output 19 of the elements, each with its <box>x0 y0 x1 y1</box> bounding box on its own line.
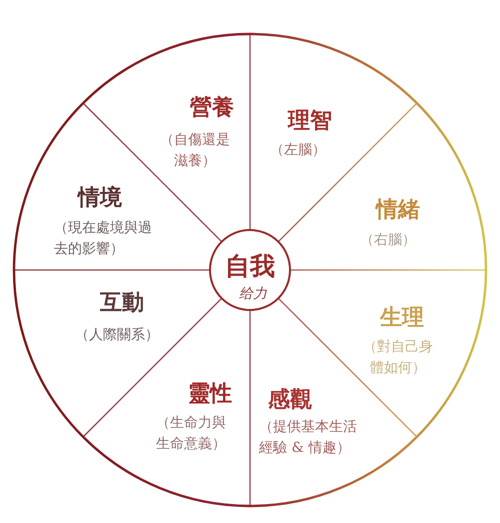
segment-title: 理智 <box>288 108 332 134</box>
segment-title: 靈性 <box>188 381 232 407</box>
segment-subtitle: （提供基本生活經驗 & 情趣） <box>259 418 358 458</box>
handwritten-note: 给力 <box>239 286 267 302</box>
center-circle <box>208 228 292 312</box>
segment-title: 感觀 <box>268 387 312 413</box>
segment-title: 互動 <box>100 290 144 316</box>
segment-subtitle: （右腦） <box>360 231 416 250</box>
segment-subtitle: （自傷還是滋養） <box>159 131 231 171</box>
segment-subtitle: （生命力與生命意義） <box>155 414 227 454</box>
segment-title: 情緒 <box>376 197 420 223</box>
segment-title: 情境 <box>78 185 122 211</box>
center-label: 自我 <box>225 252 275 282</box>
segment-subtitle: （左腦） <box>270 141 326 160</box>
segment-subtitle: （人際關系） <box>75 326 159 345</box>
segment-subtitle: （現在處境與過去的影響） <box>54 219 153 259</box>
segment-subtitle: （對自己身體如何） <box>362 338 434 378</box>
segment-title: 營養 <box>190 95 234 121</box>
segment-title: 生理 <box>380 305 424 331</box>
